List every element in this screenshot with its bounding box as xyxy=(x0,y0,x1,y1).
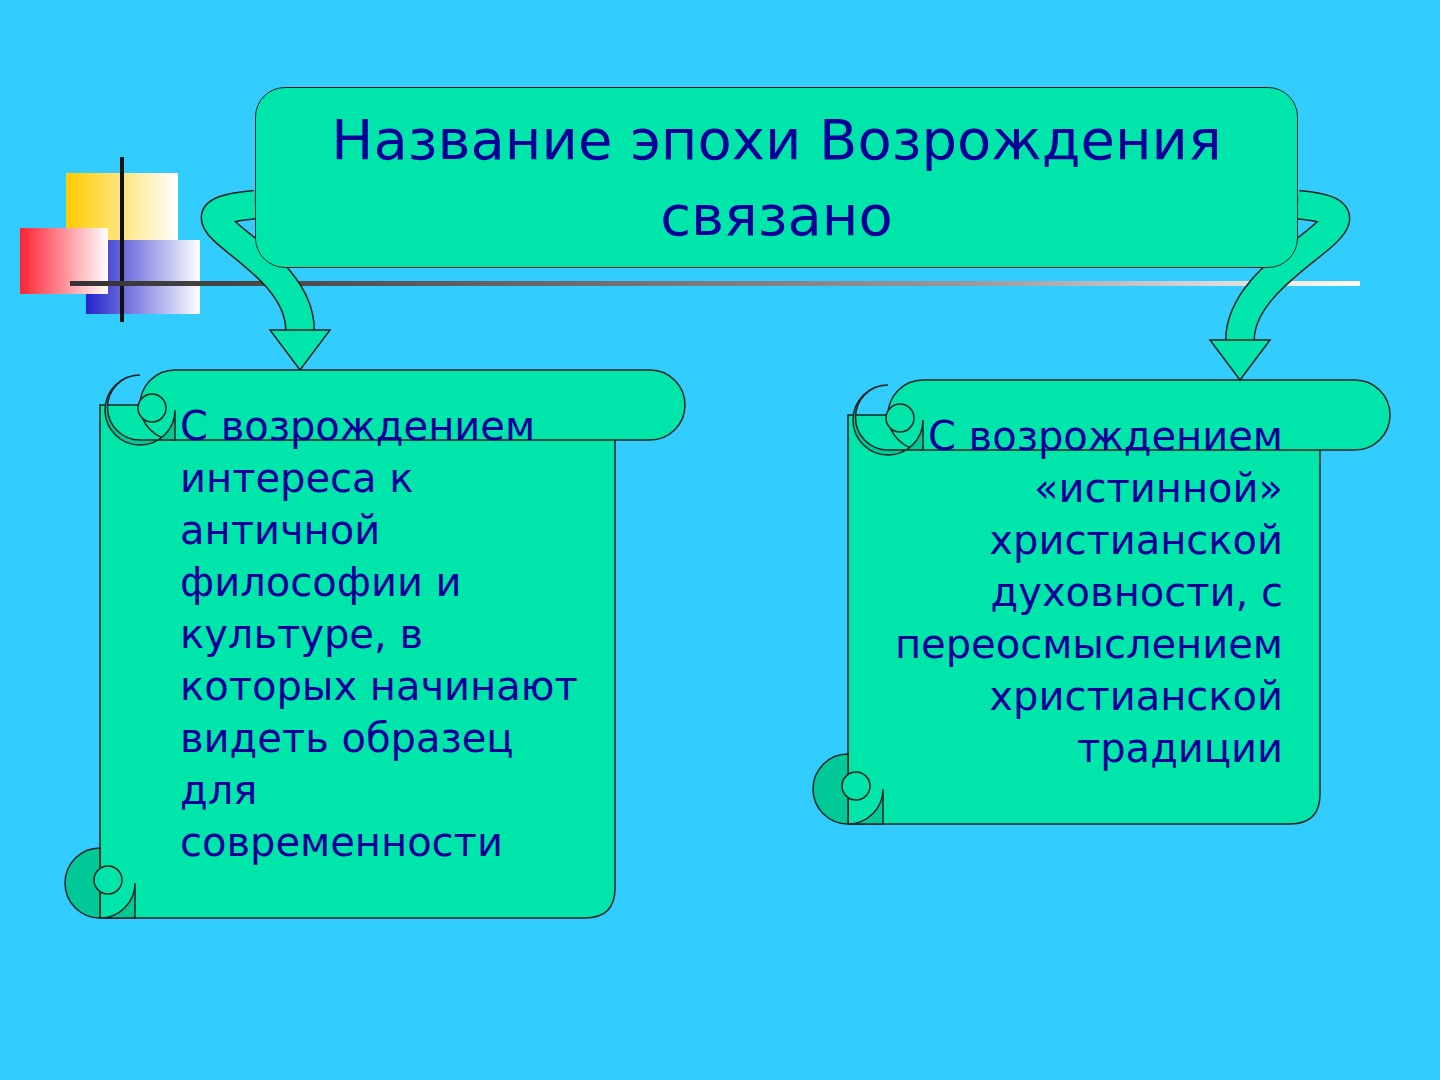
scroll-top-curl xyxy=(853,385,923,455)
heading-box: Название эпохи Возрождения связано xyxy=(255,87,1298,268)
scroll-bottom-curl xyxy=(813,754,883,824)
scroll-bottom-curl xyxy=(65,848,135,918)
scroll-top-curl xyxy=(105,375,175,445)
scroll-box: С возрождением интереса к античной филос… xyxy=(100,370,615,918)
node-text: Название эпохи Возрождения связано xyxy=(256,102,1297,253)
scroll-bottom-curl-inner xyxy=(94,866,122,894)
scroll-box: С возрождением «истинной» христианской д… xyxy=(848,380,1320,824)
arrow-head xyxy=(270,330,330,370)
node-text: С возрождением «истинной» христианской д… xyxy=(848,380,1320,824)
node-text: С возрождением интереса к античной филос… xyxy=(100,370,615,918)
vertical-line xyxy=(120,157,124,322)
scroll-bottom-curl-inner xyxy=(842,772,870,800)
arrow-head xyxy=(1210,340,1270,380)
scroll-top-curl-inner xyxy=(886,404,914,432)
scroll-top-curl-inner xyxy=(138,394,166,422)
